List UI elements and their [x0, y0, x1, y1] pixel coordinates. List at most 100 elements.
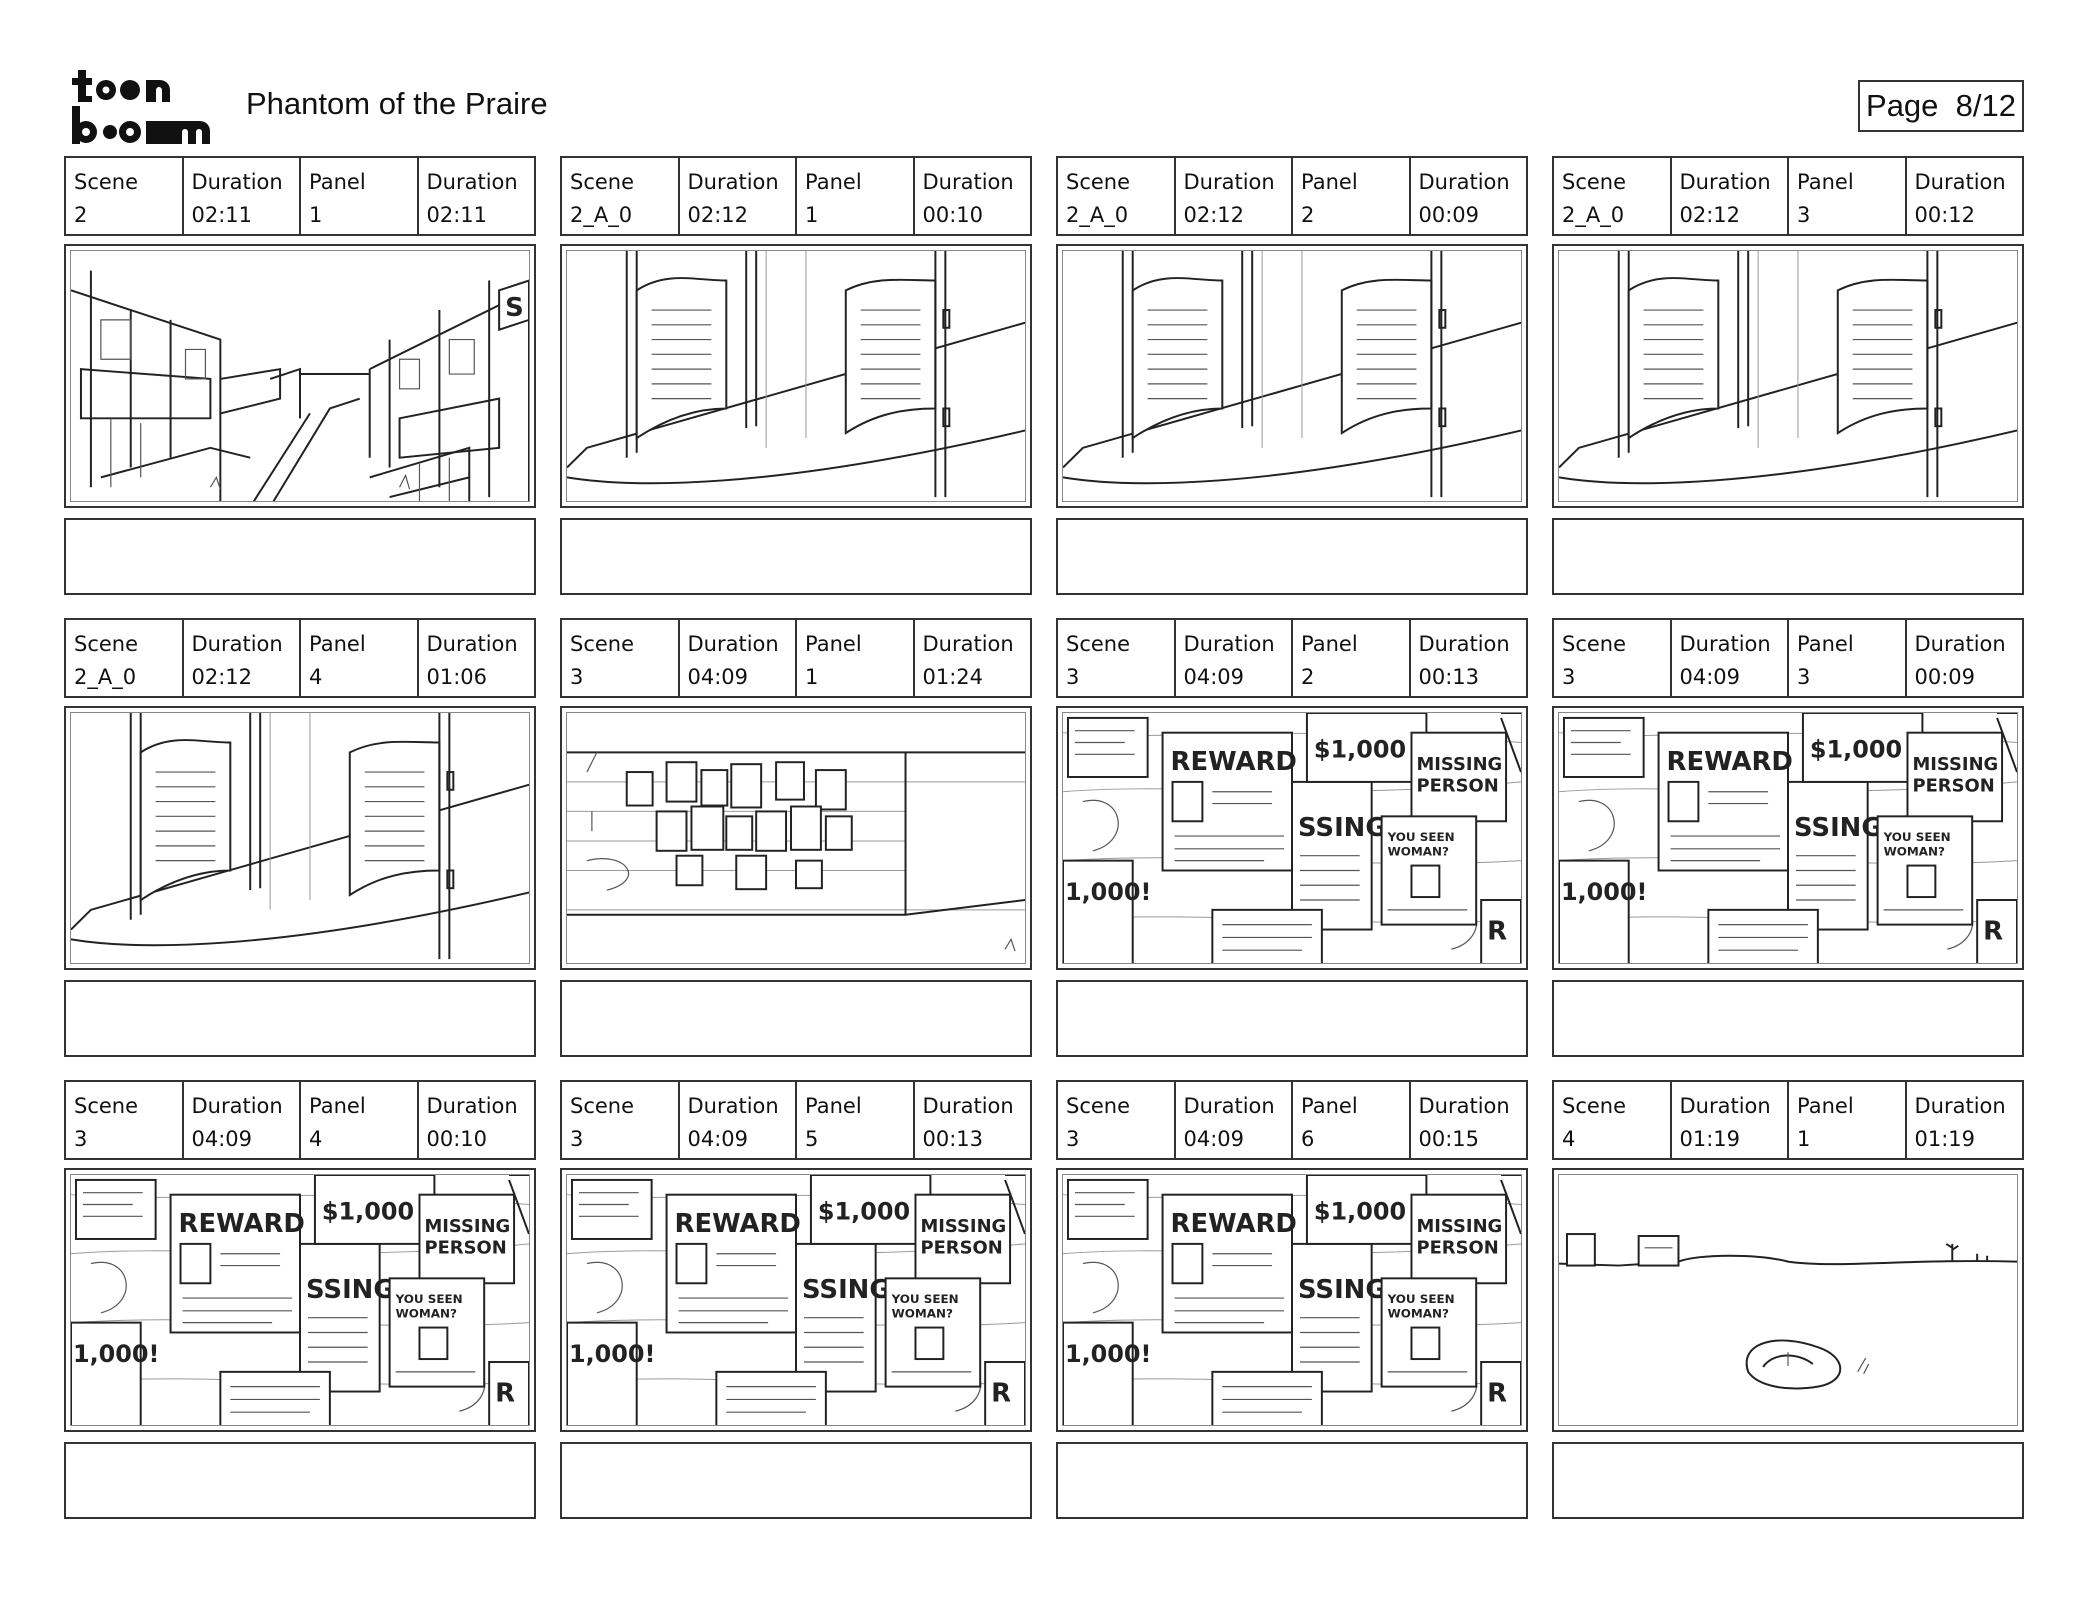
scene-value: 3: [570, 665, 584, 689]
scene-duration-label: Duration: [1679, 1094, 1771, 1118]
panel-duration-field: Duration 00:10: [419, 1082, 535, 1158]
poster-amount-text: $1,000: [1314, 1197, 1406, 1225]
panel-notes-box[interactable]: [1552, 980, 2024, 1057]
panel-notes-box[interactable]: [64, 1442, 536, 1519]
scene-duration-value: 02:12: [1183, 203, 1245, 227]
poster-reward-text: REWARD: [179, 1209, 305, 1239]
poster-seen2-text: WOMAN?: [1884, 845, 1945, 859]
scene-label: Scene: [1066, 632, 1131, 656]
panel-duration-label: Duration: [1418, 1094, 1510, 1118]
panel-duration-label: Duration: [1914, 1094, 2006, 1118]
scene-duration-value: 02:12: [687, 203, 749, 227]
panel-duration-label: Duration: [426, 632, 518, 656]
panel-duration-label: Duration: [1914, 170, 2006, 194]
panel-notes-box[interactable]: [1056, 1442, 1528, 1519]
panel-notes-box[interactable]: [560, 518, 1032, 595]
saloon-doors-icon: [70, 712, 530, 964]
scene-label: Scene: [1562, 170, 1627, 194]
poster-fragment-text: 1,000!: [1065, 1340, 1151, 1368]
panel-notes-box[interactable]: [64, 980, 536, 1057]
poster-seen2-text: WOMAN?: [892, 1307, 953, 1321]
wanted-posters-icon: 1,000! REWARD SSING $1,000 MISSING PERSO…: [1062, 1174, 1522, 1426]
panel-notes-box[interactable]: [64, 518, 536, 595]
scene-duration-value: 04:09: [1183, 1127, 1245, 1151]
panel-duration-label: Duration: [426, 1094, 518, 1118]
poster-missing-text: MISSING: [1416, 754, 1502, 775]
scene-duration-label: Duration: [1183, 632, 1275, 656]
scene-duration-value: 02:11: [191, 203, 253, 227]
poster-reward-text: REWARD: [1171, 1209, 1297, 1239]
saloon-doors-icon: [566, 250, 1026, 502]
svg-text:SSING: SSING: [1794, 813, 1883, 843]
scene-label: Scene: [74, 1094, 139, 1118]
panel-number-label: Panel: [805, 1094, 862, 1118]
scene-duration-label: Duration: [1679, 170, 1771, 194]
wanted-posters-icon: 1,000! REWARD SSING $1,000 MISSING PERSO…: [1062, 712, 1522, 964]
panel-number-label: Panel: [805, 632, 862, 656]
svg-text:SSING: SSING: [1298, 813, 1387, 843]
wanted-posters-icon: 1,000! REWARD SSING $1,000 MISSING PERSO…: [1558, 712, 2018, 964]
poster-missing-text: MISSING: [920, 1216, 1006, 1237]
poster-person-text: PERSON: [424, 1238, 506, 1259]
panel-duration-value: 00:15: [1418, 1127, 1480, 1151]
panel-number-value: 1: [805, 203, 819, 227]
panel-duration-value: 00:09: [1914, 665, 1976, 689]
panel-notes-box[interactable]: [560, 980, 1032, 1057]
scene-value: 2_A_0: [74, 665, 137, 689]
panel-number-value: 1: [1797, 1127, 1811, 1151]
panel-image: [64, 706, 536, 970]
scene-duration-value: 04:09: [1679, 665, 1741, 689]
panel-image: [560, 244, 1032, 508]
poster-person-text: PERSON: [1416, 776, 1498, 797]
notice-board-icon: [566, 712, 1026, 964]
panel-notes-box[interactable]: [1552, 1442, 2024, 1519]
scene-duration-value: 04:09: [687, 1127, 749, 1151]
panel-duration-label: Duration: [1418, 632, 1510, 656]
panel-duration-label: Duration: [922, 1094, 1014, 1118]
svg-text:SSING: SSING: [306, 1275, 395, 1305]
scene-duration-label: Duration: [191, 632, 283, 656]
panel-notes-box[interactable]: [560, 1442, 1032, 1519]
poster-amount-text: $1,000: [1810, 735, 1902, 763]
panel-notes-box[interactable]: [1056, 980, 1528, 1057]
panel-number-label: Panel: [1797, 632, 1854, 656]
panel-image: 1,000! REWARD SSING $1,000 MISSING PERSO…: [1552, 706, 2024, 970]
scene-duration-label: Duration: [687, 632, 779, 656]
poster-amount-text: $1,000: [818, 1197, 910, 1225]
panel-duration-value: 00:10: [426, 1127, 488, 1151]
panel-number-value: 2: [1301, 203, 1315, 227]
wanted-posters-icon: 1,000! REWARD SSING $1,000 MISSING PERSO…: [70, 1174, 530, 1426]
desert-shoe-icon: [1558, 1174, 2018, 1426]
panel-image: 1,000! REWARD SSING $1,000 MISSING PERSO…: [560, 1168, 1032, 1432]
panel-duration-value: 00:09: [1418, 203, 1480, 227]
panel-notes-box[interactable]: [1056, 518, 1528, 595]
panel-notes-box[interactable]: [1552, 518, 2024, 595]
svg-text:SSING: SSING: [802, 1275, 891, 1305]
scene-label: Scene: [1066, 1094, 1131, 1118]
